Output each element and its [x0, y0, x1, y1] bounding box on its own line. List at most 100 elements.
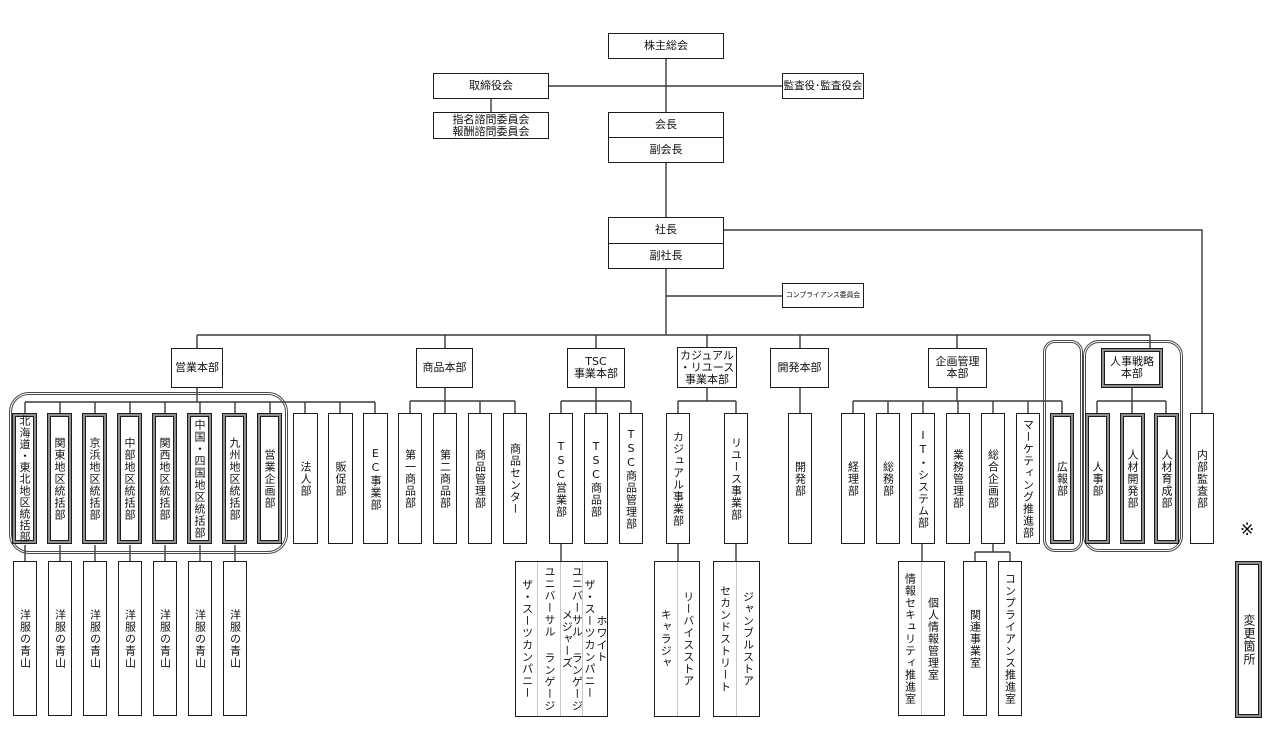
office-label: 個人情報管理室	[926, 596, 940, 681]
department-box: リユース事業部	[724, 413, 748, 544]
casual-reuse-hq-label-line: カジュアル	[680, 348, 734, 362]
connector-president-to-internal-audit	[724, 229, 1203, 413]
department-box: 開発部	[788, 413, 812, 544]
tsc-hq-box: TSC 事業本部	[567, 348, 625, 388]
sales-hq-label-line: 営業本部	[175, 361, 219, 374]
president-row: 社長	[609, 218, 723, 244]
sales-promotion-department-box: 販促部	[328, 413, 353, 544]
regional-department-label: 九州地区統括部	[228, 436, 241, 521]
planning-admin-hq-label-line: 企画管理	[935, 355, 980, 368]
connector-division-bus	[196, 334, 1151, 348]
office-cell: 情報セキュリティ推進室	[899, 562, 921, 715]
sales-hq-label: 営業本部	[175, 362, 219, 374]
brand-label: セカンドストリート	[718, 585, 732, 693]
department-label: 第二商品部	[438, 448, 452, 509]
legend-changed-items-box: 変更箇所	[1235, 561, 1262, 718]
store-brand-label: 洋服の青山	[123, 608, 137, 669]
chairman-box: 会長 副会長	[608, 112, 724, 163]
brand-cell: ユニバーサル ランゲージ	[537, 562, 559, 716]
connector-casual-reuse-departments	[677, 387, 737, 561]
chairman-label: 会長	[655, 118, 677, 131]
tsc-hq-label: TSC 事業本部	[574, 356, 618, 380]
department-label: 業務管理部	[951, 448, 965, 509]
brand-cell: ユニバーサル ランゲージメジャーズ	[559, 562, 583, 716]
department-label: 販促部	[334, 460, 347, 497]
nomination-committee-label: 指名諮問委員会	[452, 112, 530, 126]
hr-strategy-hq-box: 人事戦略 本部	[1101, 348, 1163, 388]
department-label: 経理部	[846, 460, 860, 497]
brand-cell: ザ・スーツカンパニー	[516, 562, 537, 716]
store-brand-box: 洋服の青山	[13, 561, 37, 716]
brand-label-line: ザ・スーツカンパニー	[582, 579, 596, 699]
casual-reuse-hq-label: カジュアル ・リユース 事業本部	[679, 348, 735, 386]
casual-reuse-hq-box: カジュアル ・リユース 事業本部	[677, 347, 737, 388]
connector-hr-departments	[1096, 388, 1167, 413]
brand-cell: キャラジャ	[655, 562, 677, 716]
regional-department-box: 関東地区統括部	[47, 413, 72, 544]
department-label: 人事部	[1091, 460, 1104, 497]
regional-department-label: 関西地区統括部	[158, 436, 171, 521]
store-brand-label: 洋服の青山	[18, 608, 32, 669]
regional-department-label: 中部地区統括部	[123, 436, 136, 521]
sales-hq-box: 営業本部	[171, 348, 223, 388]
brand-label: リーバイスストア	[681, 591, 695, 687]
connector-sales-departments	[24, 388, 376, 413]
store-brand-label: 洋服の青山	[53, 608, 67, 669]
store-brand-box: 洋服の青山	[118, 561, 142, 716]
department-label: 開発部	[793, 460, 807, 497]
compliance-committee-box: コンプライアンス委員会	[782, 283, 864, 308]
department-label: 人材育成部	[1160, 448, 1173, 509]
regional-department-label: 中国・四国地区統括部	[193, 418, 206, 539]
brand-label: ユニバーサル ランゲージ	[543, 566, 556, 712]
reuse-brands-box: セカンドストリート ジャンブルストア	[713, 561, 760, 717]
department-label: IT・システム部	[916, 428, 930, 529]
regional-department-box: 関西地区統括部	[152, 413, 177, 544]
office-label: 関連事業室	[968, 608, 982, 669]
regional-department-label: 北海道・東北地区統括部	[18, 414, 31, 543]
board-of-directors-box: 取締役会	[433, 73, 549, 99]
department-box: TSC商品管理部	[619, 413, 643, 544]
casual-brands-box: キャラジャ リーバイスストア	[654, 561, 700, 717]
pr-department-box: 広報部	[1050, 413, 1074, 544]
merchandise-hq-label: 商品本部	[423, 362, 467, 374]
office-label: コンプライアンス推進室	[1003, 572, 1017, 705]
department-label: 総務部	[881, 460, 895, 497]
department-label: 広報部	[1055, 460, 1069, 497]
regional-department-box: 北海道・東北地区統括部	[12, 413, 37, 544]
store-brand-label: 洋服の青山	[158, 608, 172, 669]
merchandise-hq-box: 商品本部	[416, 348, 473, 388]
brand-cell: ザ・スーツカンパニーホワイト	[581, 562, 608, 716]
department-box: 総務部	[876, 413, 900, 544]
department-box: 業務管理部	[946, 413, 970, 544]
office-box: コンプライアンス推進室	[998, 561, 1022, 716]
department-box: カジュアル事業部	[666, 413, 690, 544]
department-label: 商品センター	[508, 442, 522, 515]
planning-admin-hq-label: 企画管理 本部	[936, 356, 980, 380]
brand-label: ザ・スーツカンパニー	[521, 579, 534, 699]
department-box: TSC営業部	[549, 413, 573, 544]
store-brand-box: 洋服の青山	[223, 561, 247, 716]
brand-label-line: メジャーズ	[560, 609, 574, 669]
connector-tsc-departments	[560, 388, 632, 561]
department-label: 法人部	[299, 460, 312, 497]
department-box: TSC商品部	[584, 413, 608, 544]
vice-chairman-label: 副会長	[649, 143, 683, 156]
department-label: カジュアル事業部	[671, 430, 685, 527]
department-label: TSC商品部	[589, 439, 603, 518]
store-brand-box: 洋服の青山	[188, 561, 212, 716]
vice-chairman-row: 副会長	[609, 138, 723, 162]
regional-department-box: 京浜地区統括部	[82, 413, 107, 544]
compensation-committee-label: 報酬諮問委員会	[452, 124, 530, 138]
corporate-sales-department-box: 法人部	[293, 413, 318, 544]
store-brand-label: 洋服の青山	[193, 608, 207, 669]
planning-admin-hq-label-line: 本部	[946, 367, 969, 380]
president-box: 社長 副社長	[608, 217, 724, 269]
merchandise-hq-label-line: 商品本部	[422, 361, 467, 374]
it-offices-box: 情報セキュリティ推進室 個人情報管理室	[898, 561, 945, 716]
department-label: マーケティング推進部	[1021, 418, 1035, 539]
department-box: 人材開発部	[1120, 413, 1145, 544]
department-label: 第一商品部	[403, 448, 417, 509]
department-box: 第一商品部	[398, 413, 422, 544]
casual-reuse-hq-label-line: ・リユース	[679, 360, 735, 374]
sales-planning-department-box: 営業企画部	[257, 413, 282, 544]
